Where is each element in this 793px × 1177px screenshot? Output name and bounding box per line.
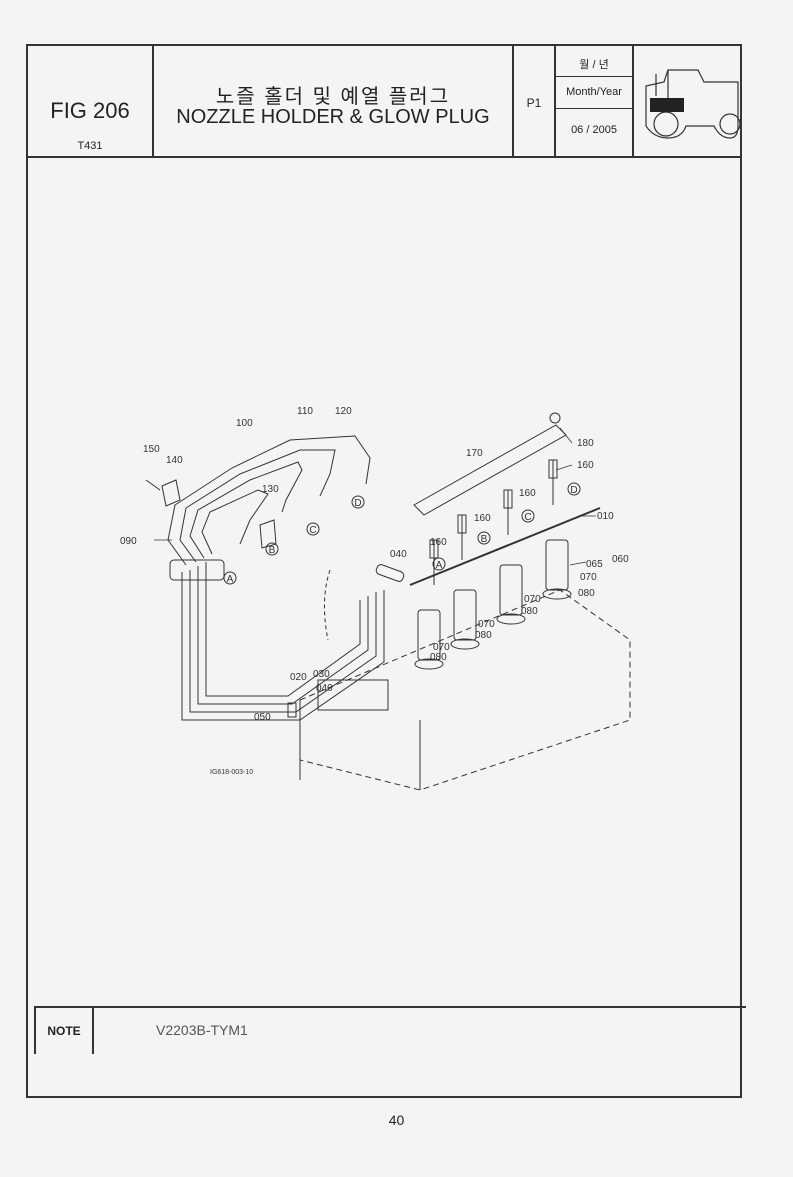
callout-140: 140 (166, 455, 183, 466)
callout-160: 160 (519, 488, 536, 499)
marker-a: A (227, 574, 234, 585)
callout-040: 040 (390, 549, 407, 560)
header-table: FIG 206 T431 노즐 홀더 및 예열 플러그 NOZZLE HOLDE… (28, 46, 741, 158)
callout-120: 120 (335, 406, 352, 417)
injection-pipe (181, 572, 385, 721)
callout-010: 010 (597, 511, 614, 522)
callout-160: 160 (474, 513, 491, 524)
tractor-thumbnail (634, 46, 741, 156)
callout-050: 050 (254, 712, 271, 723)
date-divider (556, 76, 632, 77)
callout-130: 130 (262, 484, 279, 495)
callout-070: 070 (580, 572, 597, 583)
page-frame: FIG 206 T431 노즐 홀더 및 예열 플러그 NOZZLE HOLDE… (26, 44, 742, 1098)
fig-cell: FIG 206 T431 (28, 46, 154, 156)
marker-c: C (524, 512, 531, 523)
callout-160: 160 (430, 537, 447, 548)
date-label-korean: 월 / 년 (579, 59, 609, 71)
date-label-english: Month/Year (566, 86, 622, 98)
callout-090: 090 (120, 536, 137, 547)
callout-070: 070 (524, 594, 541, 605)
callout-070: 070 (478, 619, 495, 630)
cylinder-head (299, 589, 631, 791)
drawing-number: IG618-003-10 (210, 769, 253, 776)
marker-b: B (481, 534, 488, 545)
tractor-icon (645, 69, 741, 139)
fig-number: FIG 206 (50, 98, 130, 123)
engine-highlight (650, 98, 684, 112)
callout-150: 150 (143, 444, 160, 455)
marker-a: A (436, 560, 443, 571)
injection-pump (317, 679, 389, 711)
callout-065: 065 (586, 559, 603, 570)
callout-080: 080 (430, 652, 447, 663)
callout-060: 060 (612, 554, 629, 565)
date-cell: 월 / 년 Month/Year 06 / 2005 (556, 46, 634, 156)
marker-d: D (354, 498, 361, 509)
callout-100: 100 (236, 418, 253, 429)
callout-070: 070 (433, 642, 450, 653)
callout-160: 160 (577, 460, 594, 471)
callout-080: 080 (475, 630, 492, 641)
note-text: V2203B-TYM1 (156, 1022, 248, 1038)
note-row: NOTE V2203B-TYM1 (34, 1006, 746, 1054)
callout-180: 180 (577, 438, 594, 449)
marker-c: C (309, 525, 316, 536)
title-english: NOZZLE HOLDER & GLOW PLUG (176, 106, 490, 128)
title-korean: 노즐 홀더 및 예열 플러그 (215, 86, 451, 108)
title-cell: 노즐 홀더 및 예열 플러그 NOZZLE HOLDER & GLOW PLUG (154, 46, 514, 156)
glow-plug-lead (413, 424, 567, 516)
callout-080: 080 (578, 588, 595, 599)
callout-110: 110 (297, 406, 313, 417)
page-number: 40 (388, 1112, 405, 1128)
date-value: 06 / 2005 (571, 124, 617, 136)
model-code: T431 (77, 140, 103, 152)
date-divider (556, 108, 632, 109)
marker-b: B (269, 545, 276, 556)
nozzle-holder (417, 609, 441, 661)
callout-170: 170 (466, 448, 483, 459)
callout-040: 040 (316, 683, 333, 694)
sheet-number: P1 (526, 96, 542, 110)
page-cell: P1 (514, 46, 556, 156)
callout-080: 080 (521, 606, 538, 617)
callout-030: 030 (313, 669, 330, 680)
note-label: NOTE (36, 1008, 94, 1054)
callout-020: 020 (290, 672, 307, 683)
marker-d: D (570, 485, 577, 496)
